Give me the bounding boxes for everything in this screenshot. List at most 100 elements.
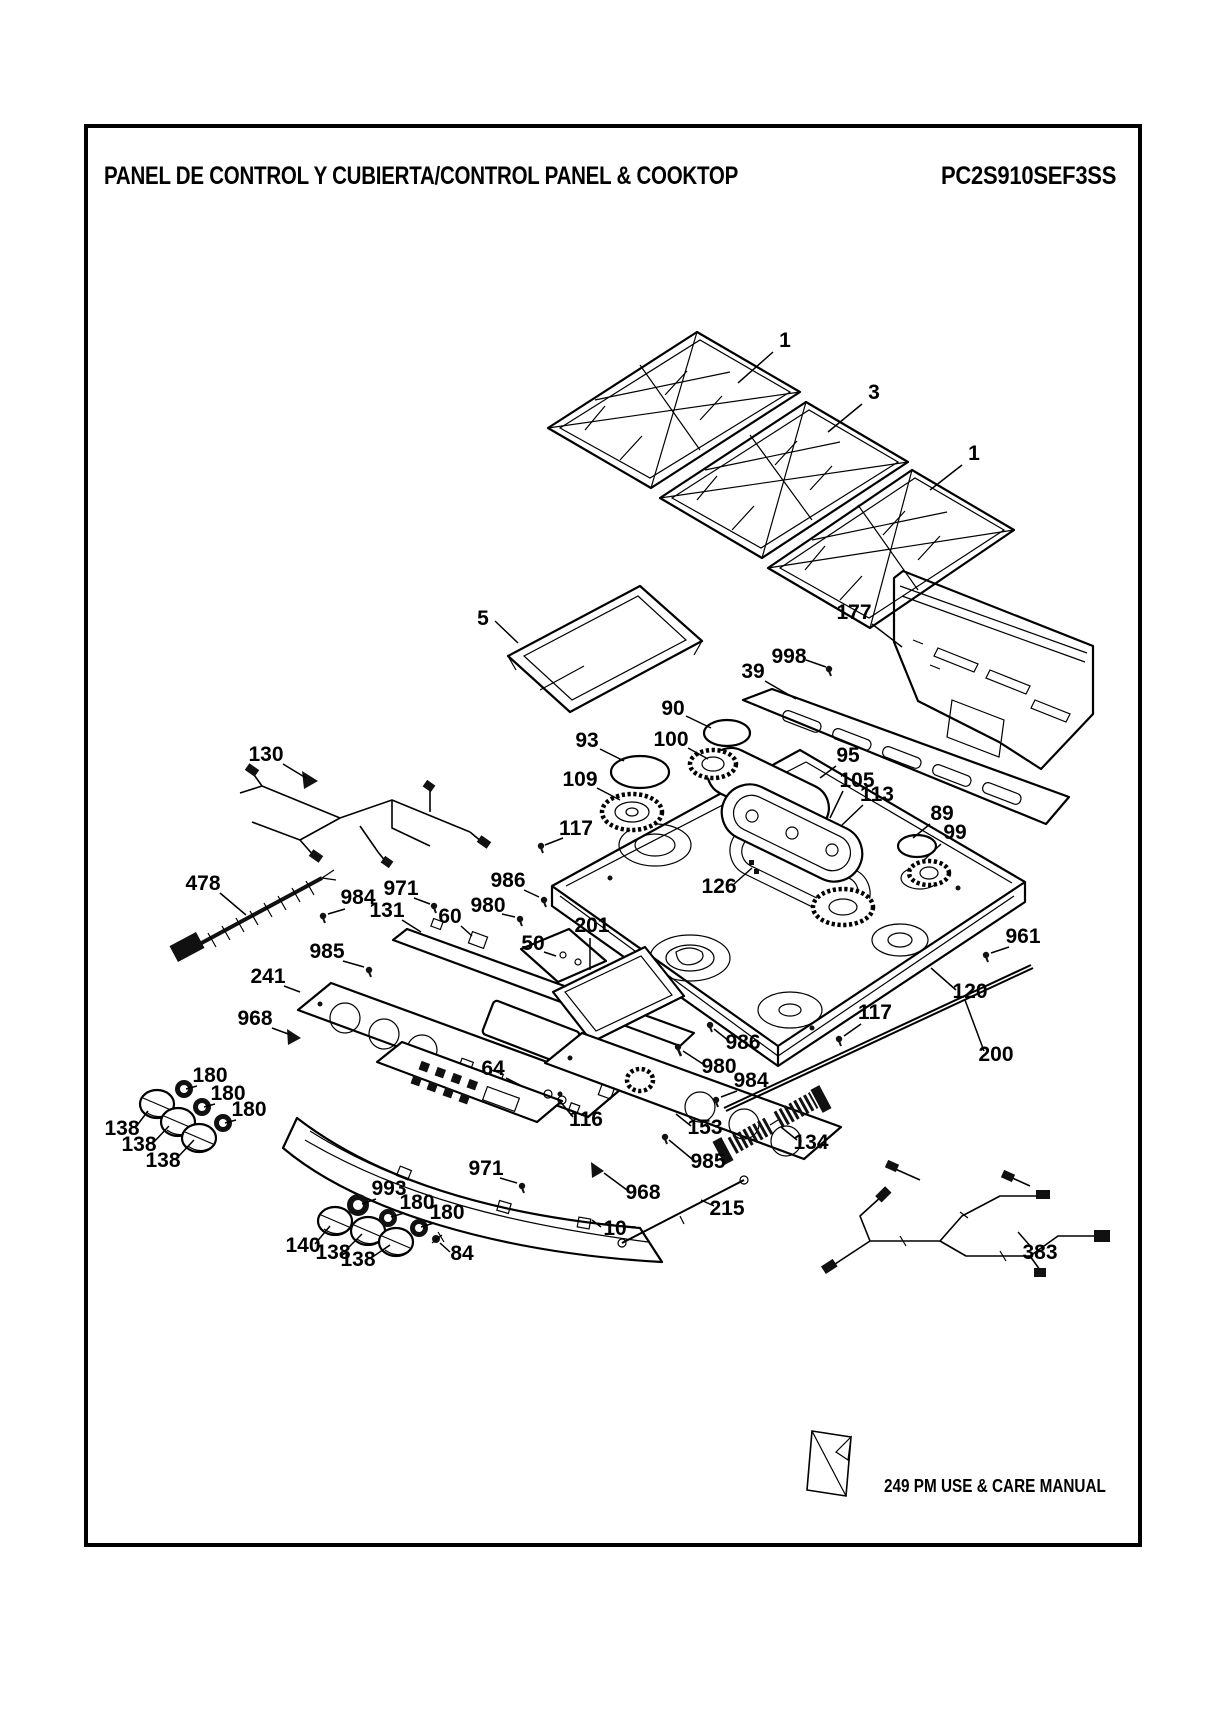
part-label-10: 10 <box>603 1217 626 1240</box>
burner-ring-right-rear <box>906 858 952 888</box>
knob-ring-180 <box>175 1080 193 1098</box>
part-label-113: 113 <box>860 783 894 806</box>
leader-line-984 <box>720 1090 738 1098</box>
footer-note: 249 PM USE & CARE MANUAL <box>884 1476 1106 1496</box>
part-label-180: 180 <box>210 1082 245 1105</box>
part-label-138: 138 <box>340 1248 375 1271</box>
part-label-120: 120 <box>952 980 987 1003</box>
part-label-64: 64 <box>481 1057 505 1080</box>
leader-line-64 <box>505 1077 521 1086</box>
leader-line-140 <box>314 1225 331 1245</box>
leader-line-478 <box>219 892 247 916</box>
leader-line-3 <box>827 403 863 433</box>
part-label-50: 50 <box>521 932 544 955</box>
part-label-138: 138 <box>121 1133 156 1156</box>
leader-line-84 <box>439 1242 451 1253</box>
part-label-153: 153 <box>687 1116 722 1139</box>
part-label-180: 180 <box>231 1098 266 1121</box>
part-label-134: 134 <box>793 1131 828 1154</box>
leader-line-130 <box>282 763 307 779</box>
document-icon <box>806 1430 852 1497</box>
part-label-968: 968 <box>237 1007 272 1030</box>
part-label-998: 998 <box>771 645 806 668</box>
burner-grate-right <box>766 468 1016 630</box>
leader-line-138 <box>134 1110 149 1129</box>
leader-line-968 <box>603 1172 628 1191</box>
leader-line-117 <box>544 837 564 846</box>
part-label-201: 201 <box>574 914 609 937</box>
knob-ring-180 <box>214 1114 232 1132</box>
part-label-180: 180 <box>429 1201 464 1224</box>
burner-box-rail <box>741 687 1071 826</box>
leader-line-138 <box>370 1244 391 1259</box>
leader-line-109 <box>596 787 621 801</box>
part-label-117: 117 <box>858 1001 892 1024</box>
leader-line-961 <box>990 946 1010 954</box>
leader-line-105 <box>829 790 844 819</box>
part-label-200: 200 <box>978 1043 1013 1066</box>
burner-cap-center <box>702 718 752 748</box>
knob-ring-180 <box>379 1209 397 1227</box>
part-label-138: 138 <box>104 1117 139 1140</box>
part-label-993: 993 <box>371 1177 406 1200</box>
part-label-986: 986 <box>725 1031 760 1054</box>
leader-line-980 <box>501 913 516 918</box>
leader-line-383 <box>1017 1231 1033 1249</box>
part-label-984: 984 <box>733 1069 768 1092</box>
leader-line-177 <box>871 623 903 648</box>
knob-138 <box>138 1088 176 1120</box>
knob-140 <box>316 1205 354 1237</box>
part-label-39: 39 <box>741 660 764 683</box>
cooktop-main-top <box>550 748 1027 1068</box>
leader-line-180 <box>224 1119 237 1124</box>
leader-line-50 <box>543 951 557 957</box>
part-label-84: 84 <box>450 1242 474 1265</box>
leader-line-10 <box>591 1219 602 1228</box>
leader-line-180 <box>420 1222 435 1228</box>
leader-line-99 <box>922 843 942 862</box>
part-label-130: 130 <box>248 743 283 766</box>
control-housing-bracket <box>551 945 686 1044</box>
leader-line-117 <box>843 1023 862 1037</box>
leader-line-5 <box>494 620 519 644</box>
leader-line-986 <box>713 1028 730 1042</box>
part-label-984: 984 <box>340 886 375 909</box>
part-label-138: 138 <box>145 1149 180 1172</box>
part-label-985: 985 <box>309 940 344 963</box>
griddle <box>506 584 704 714</box>
leader-line-90 <box>685 715 712 729</box>
knob-ring-993 <box>347 1194 369 1216</box>
burner-grate-left <box>546 330 802 490</box>
part-label-60: 60 <box>438 905 461 928</box>
part-label-89: 89 <box>930 802 953 825</box>
part-label-117: 117 <box>559 817 593 840</box>
wire-harness-cooktop <box>239 763 492 869</box>
leader-line-93 <box>599 748 625 762</box>
control-knobs <box>138 1080 445 1258</box>
part-label-1: 1 <box>968 442 980 465</box>
screws <box>287 665 990 1194</box>
ribbon-cable <box>712 1085 832 1165</box>
part-label-131: 131 <box>369 899 404 922</box>
part-label-3: 3 <box>868 381 880 404</box>
leader-line-180 <box>390 1212 405 1218</box>
leader-line-138 <box>151 1125 170 1145</box>
leader-line-1 <box>737 351 774 384</box>
leader-line-971 <box>499 1177 518 1184</box>
part-label-968: 968 <box>625 1181 660 1204</box>
leader-line-180 <box>185 1085 198 1090</box>
trim-rod-200 <box>723 964 1034 1112</box>
part-label-961: 961 <box>1005 925 1040 948</box>
knob-138 <box>377 1226 415 1258</box>
leader-line-100 <box>687 747 709 760</box>
leader-line-200 <box>964 999 985 1052</box>
part-label-95: 95 <box>836 744 860 767</box>
part-label-100: 100 <box>653 728 688 751</box>
page-title: PANEL DE CONTROL Y CUBIERTA/CONTROL PANE… <box>104 162 739 190</box>
leader-line-134 <box>780 1126 798 1141</box>
part-label-985: 985 <box>690 1150 725 1173</box>
igniter-electrode-harness <box>169 869 337 962</box>
part-label-478: 478 <box>185 872 220 895</box>
burner-cap-left-rear <box>609 754 671 790</box>
